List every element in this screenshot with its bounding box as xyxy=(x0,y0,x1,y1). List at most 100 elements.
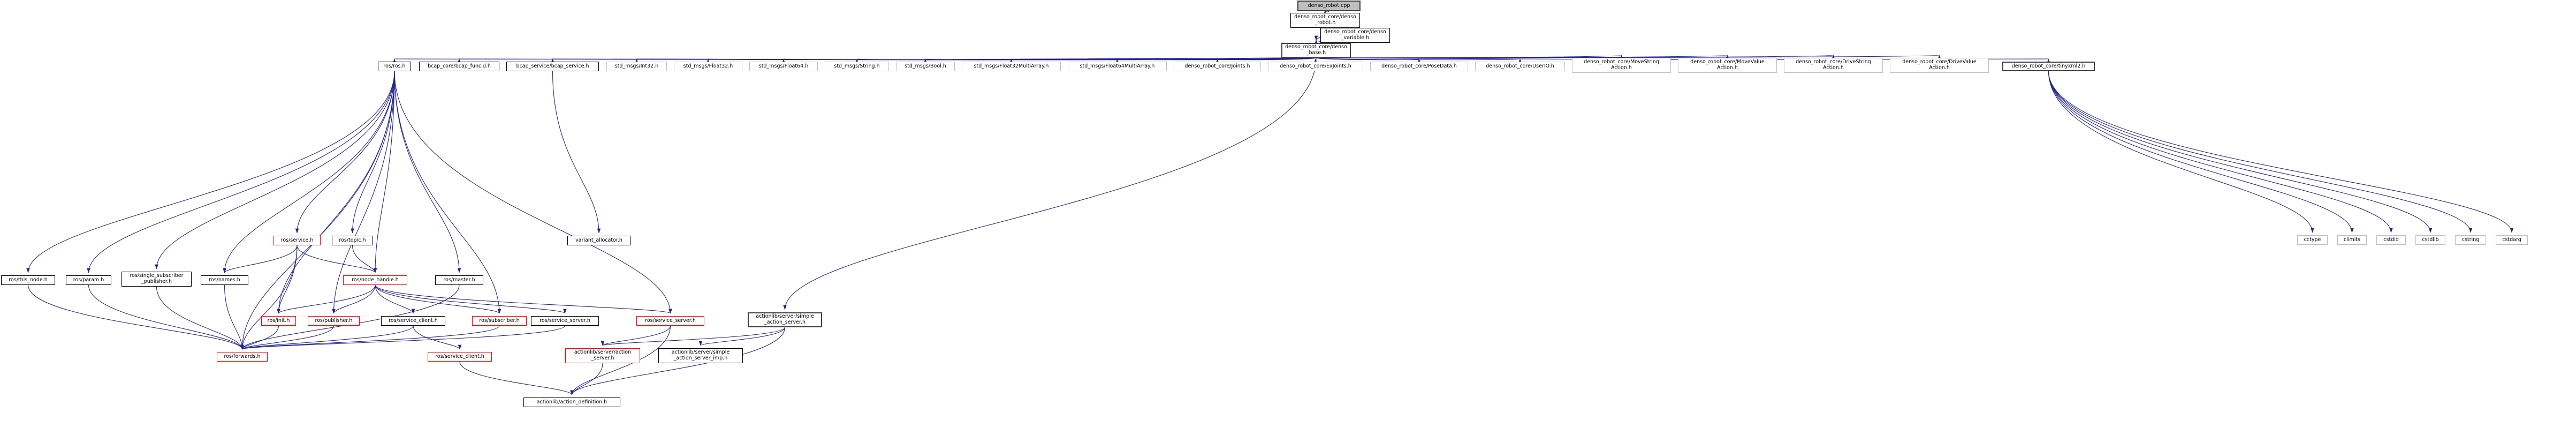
graph-node-label: std_msgs/String.h xyxy=(834,63,880,69)
graph-node-ros-ros-h[interactable]: ros/ros.h xyxy=(378,62,411,71)
graph-node-ros-forwards-h[interactable]: ros/forwards.h xyxy=(217,352,268,362)
graph-edge xyxy=(27,284,244,350)
graph-node-std-msgs-string-h[interactable]: std_msgs/String.h xyxy=(825,62,889,71)
graph-edge xyxy=(2048,71,2473,233)
graph-edge xyxy=(240,71,395,350)
graph-node-label: bcap_core/bcap_funcid.h xyxy=(428,63,491,69)
graph-node-ros-master-h[interactable]: ros/master.h xyxy=(435,275,483,285)
graph-edge xyxy=(375,284,415,314)
graph-edge xyxy=(708,57,1317,64)
graph-node-ros-service-server-h[interactable]: ros/service_server.h xyxy=(636,316,704,326)
graph-edge xyxy=(783,57,1317,310)
graph-edge xyxy=(1316,57,1522,64)
graph-edge xyxy=(224,284,244,350)
graph-node-denso-robot-core-userio-h[interactable]: denso_robot_core/UserIO.h xyxy=(1475,62,1565,71)
graph-node-ros-publisher-h[interactable]: ros/publisher.h xyxy=(308,316,360,326)
graph-node-actionlib-server-simple-action-server-h[interactable]: actionlib/server/simple _action_server.h xyxy=(748,312,822,327)
graph-node-label: cstring xyxy=(2461,236,2480,243)
graph-node-std-msgs-bool-h[interactable]: std_msgs/Bool.h xyxy=(896,62,955,71)
graph-node-denso-robot-core-denso-robot-h[interactable]: denso_robot_core/denso _robot.h xyxy=(1290,13,1360,28)
graph-node-denso-robot-core-denso-variable-h[interactable]: denso_robot_core/denso _variable.h xyxy=(1320,28,1390,43)
graph-node-label: denso_robot_core/tinyxml2.h xyxy=(2011,63,2086,69)
graph-node-ros-init-h[interactable]: ros/init.h xyxy=(261,316,296,326)
graph-node-denso-robot-core-exjoints-h[interactable]: denso_robot_core/ExJoints.h xyxy=(1268,62,1363,71)
graph-edge xyxy=(88,284,244,350)
graph-node-bcap-service-bcap-service-h[interactable]: bcap_service/bcap_service.h xyxy=(506,62,599,71)
graph-node-actionlib-action-definition-h[interactable]: actionlib/action_definition.h xyxy=(523,398,620,407)
graph-node-climits[interactable]: climits xyxy=(2337,235,2367,245)
graph-edge xyxy=(601,325,671,346)
graph-node-label: denso_robot_core/UserIO.h xyxy=(1486,63,1554,69)
graph-node-ros-service-client-h[interactable]: ros/service_client.h xyxy=(428,352,492,362)
graph-edge xyxy=(2048,71,2433,233)
graph-node-label: denso_robot_core/denso _variable.h xyxy=(1324,29,1386,41)
graph-edge xyxy=(2048,71,2314,233)
graph-node-denso-robot-core-tinyxml2-h[interactable]: denso_robot_core/tinyxml2.h xyxy=(2002,62,2095,71)
graph-node-cstdarg[interactable]: cstdarg xyxy=(2496,235,2528,245)
graph-node-variant-allocator-h[interactable]: variant_allocator.h xyxy=(567,236,630,245)
graph-node-ros-this-node-h[interactable]: ros/this_node.h xyxy=(1,275,55,285)
graph-edge xyxy=(552,71,601,234)
graph-node-std-msgs-int32-h[interactable]: std_msgs/Int32.h xyxy=(606,62,667,71)
graph-edge xyxy=(375,284,672,314)
graph-node-label: ros/master.h xyxy=(443,276,475,283)
graph-node-denso-robot-core-movestring-action-h[interactable]: denso_robot_core/MoveString Action.h xyxy=(1572,58,1671,73)
graph-node-label: cstdlib xyxy=(2422,236,2439,243)
graph-node-denso-robot-core-denso-base-h[interactable]: denso_robot_core/denso _base.h xyxy=(1281,43,1351,58)
graph-edge xyxy=(373,71,395,273)
graph-node-ros-param-h[interactable]: ros/param.h xyxy=(66,275,111,285)
graph-edge xyxy=(352,245,377,273)
graph-node-denso-robot-core-joints-h[interactable]: denso_robot_core/Joints.h xyxy=(1174,62,1261,71)
graph-node-std-msgs-float64-h[interactable]: std_msgs/Float64.h xyxy=(749,62,818,71)
graph-node-ros-subscriber-h[interactable]: ros/subscriber.h xyxy=(472,316,527,326)
graph-edge xyxy=(297,245,377,273)
graph-node-label: cctype xyxy=(2304,236,2321,243)
graph-node-label: ros/node_handle.h xyxy=(352,276,399,283)
graph-edge xyxy=(240,325,335,350)
graph-node-cstdio[interactable]: cstdio xyxy=(2376,235,2406,245)
graph-node-label: denso_robot.cpp xyxy=(1308,2,1350,9)
graph-node-actionlib-server-action-server-h[interactable]: actionlib/server/action _server.h xyxy=(565,348,640,363)
graph-node-ros-service-client-h[interactable]: ros/service_client.h xyxy=(381,316,445,326)
graph-node-label: std_msgs/Float64.h xyxy=(758,63,809,69)
graph-node-std-msgs-float32-h[interactable]: std_msgs/Float32.h xyxy=(674,62,742,71)
graph-edge xyxy=(698,327,786,346)
graph-node-label: std_msgs/Float64MultiArray.h xyxy=(1080,63,1155,69)
graph-node-denso-robot-core-drivestring-action-h[interactable]: denso_robot_core/DriveString Action.h xyxy=(1784,58,1883,73)
graph-node-cstring[interactable]: cstring xyxy=(2455,235,2486,245)
graph-node-std-msgs-float64multiarray-h[interactable]: std_msgs/Float64MultiArray.h xyxy=(1068,62,1167,71)
graph-edge xyxy=(552,57,1317,64)
graph-edge xyxy=(240,325,500,350)
graph-edge xyxy=(240,245,298,350)
graph-edge xyxy=(459,361,574,395)
graph-edge xyxy=(277,245,298,314)
graph-node-cctype[interactable]: cctype xyxy=(2297,235,2328,245)
graph-node-std-msgs-float32multiarray-h[interactable]: std_msgs/Float32MultiArray.h xyxy=(962,62,1061,71)
graph-node-ros-service-server-h[interactable]: ros/service_server.h xyxy=(531,316,599,326)
graph-edge xyxy=(223,245,298,273)
graph-node-denso-robot-cpp[interactable]: denso_robot.cpp xyxy=(1297,1,1361,11)
graph-node-label: cstdio xyxy=(2383,236,2399,243)
graph-node-ros-topic-h[interactable]: ros/topic.h xyxy=(332,236,373,245)
graph-node-label: actionlib/action_definition.h xyxy=(536,399,607,405)
graph-edge xyxy=(394,57,1317,64)
graph-edge xyxy=(240,325,414,350)
graph-node-cstdlib[interactable]: cstdlib xyxy=(2415,235,2445,245)
graph-edge xyxy=(375,284,567,314)
graph-node-label: ros/forwards.h xyxy=(224,353,261,359)
graph-node-denso-robot-core-drivevalue-action-h[interactable]: denso_robot_core/DriveValue Action.h xyxy=(1890,58,1989,73)
graph-node-ros-node-handle-h[interactable]: ros/node_handle.h xyxy=(343,275,407,285)
graph-edge xyxy=(1316,57,1421,64)
graph-node-ros-single-subscriber-publisher-h[interactable]: ros/single_subscriber _publisher.h xyxy=(121,272,192,287)
graph-node-bcap-core-bcap-funcid-h[interactable]: bcap_core/bcap_funcid.h xyxy=(419,62,499,71)
graph-edge xyxy=(1116,57,1317,64)
graph-node-denso-robot-core-posedata-h[interactable]: denso_robot_core/PoseData.h xyxy=(1370,62,1468,71)
graph-node-ros-service-h[interactable]: ros/service.h xyxy=(273,236,321,245)
graph-node-label: actionlib/server/simple _action_server.h xyxy=(756,313,814,325)
graph-node-actionlib-server-simple-action-server-imp-h[interactable]: actionlib/server/simple _action_server_i… xyxy=(658,348,743,363)
graph-node-ros-names-h[interactable]: ros/names.h xyxy=(201,275,248,285)
graph-edge xyxy=(394,71,461,273)
graph-node-label: climits xyxy=(2343,236,2361,243)
graph-node-label: ros/ros.h xyxy=(383,63,406,69)
graph-node-denso-robot-core-movevalue-action-h[interactable]: denso_robot_core/MoveValue Action.h xyxy=(1678,58,1777,73)
